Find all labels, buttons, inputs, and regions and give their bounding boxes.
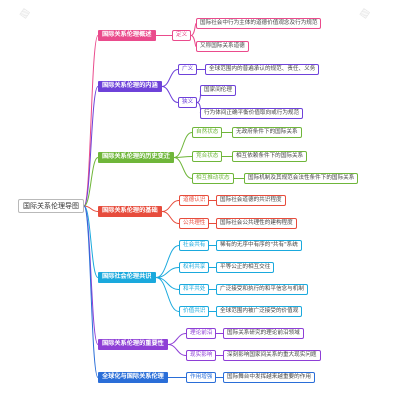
branch-history-leaf-1-0[interactable]: 相互依赖条件下的国际关系 [232,151,308,162]
root-node[interactable]: 国际关系伦理导图 [18,199,84,213]
branch-history-leaf-2-0[interactable]: 国际机制及其规范会法性条件下的国际关系 [244,173,359,184]
branch-importance-child-1[interactable]: 现实影响 [186,350,217,361]
branch-importance[interactable]: 国际关系伦理的重要性 [98,339,168,350]
connector-3-0 [161,200,180,212]
branch-consensus[interactable]: 国际社会伦理共识 [98,272,156,283]
branch-connotation[interactable]: 国际关系伦理的内涵 [98,81,162,92]
connector-4-1 [155,267,180,278]
branch-history-child-0[interactable]: 自然状态 [192,127,223,138]
branch-foundation-child-1[interactable]: 公共理性 [179,218,210,229]
connector-5-1 [167,344,187,356]
branch-connotation-child-1[interactable]: 狭义 [178,97,198,108]
branch-history-child-2[interactable]: 相互推动状态 [192,173,234,184]
connector-4-2 [155,277,180,290]
branch-overview[interactable]: 国际关系伦理概述 [98,30,156,41]
connector-root-2 [83,157,99,207]
branch-globalization-child-0[interactable]: 作用增强 [186,372,217,383]
branch-foundation-child-0[interactable]: 道德认识 [179,195,210,206]
branch-globalization[interactable]: 全球化与国际关系伦理 [98,372,168,383]
branch-history-child-1[interactable]: 竞合状态 [192,151,223,162]
connector-4-3 [155,277,180,312]
branch-consensus-leaf-1-0[interactable]: 平等公正的相互交往 [216,262,275,273]
branch-globalization-leaf-0-0[interactable]: 国际舞台中发挥越来越重要的作用 [223,372,315,383]
connector-4-0 [155,245,180,278]
connector-root-0 [83,35,99,207]
connector-3-1 [161,211,180,224]
branch-importance-leaf-0-0[interactable]: 国际关系研究的理论前沿领域 [223,328,304,339]
branch-consensus-child-3[interactable]: 价值共识 [179,306,210,317]
connector-5-0 [167,333,187,345]
branch-connotation-leaf-1-1[interactable]: 行为体间正确平衡价值取向或行为规范 [200,108,304,119]
branch-foundation[interactable]: 国际关系伦理的基础 [98,206,162,217]
branch-history-leaf-0-0[interactable]: 无政府条件下的国际关系 [232,127,302,138]
watermark-1: ▨ [17,6,32,21]
branch-consensus-child-2[interactable]: 和平共处 [179,284,210,295]
connector-2-2 [173,157,193,179]
connector-1-1 [161,86,179,103]
branch-importance-leaf-1-0[interactable]: 深刻影响国家间关系的重大现实问题 [223,350,321,361]
watermark-2: ▨ [357,6,372,21]
branch-connotation-leaf-0-0[interactable]: 全球范围内的普遍承认的规范、责任、义务 [205,64,320,75]
connector-root-6 [83,205,99,378]
branch-consensus-leaf-0-0[interactable]: 稀有的无序中有序的"共有"系统 [216,240,302,251]
branch-consensus-leaf-2-0[interactable]: 广泛接受和执行的和平信念与机制 [216,284,308,295]
connector-1-0 [161,69,179,87]
connector-2-0 [173,132,193,158]
branch-history[interactable]: 国际关系伦理的历史变迁 [98,152,175,163]
branch-foundation-leaf-0-0[interactable]: 国际社会道德的共识程度 [216,195,286,206]
connector-root-5 [83,205,99,345]
connector-root-1 [83,86,99,207]
branch-importance-child-0[interactable]: 理论前沿 [186,328,217,339]
connector-2-1 [173,156,193,158]
branch-overview-child-0[interactable]: 定义 [172,30,192,41]
branch-connotation-child-0[interactable]: 广义 [178,64,198,75]
branch-overview-leaf-0-0[interactable]: 国际社会中行为主体的道德价值观念及行为规范 [196,18,322,29]
connector-root-3 [83,205,99,212]
branch-overview-leaf-0-1[interactable]: 又称国际关系道德 [196,41,249,52]
branch-consensus-leaf-3-0[interactable]: 全球范围内被广泛接受的价值观 [216,306,303,317]
branch-connotation-leaf-1-0[interactable]: 国家间伦理 [200,85,236,96]
branch-consensus-child-1[interactable]: 权利共享 [179,262,210,273]
branch-consensus-child-0[interactable]: 社会共有 [179,240,210,251]
branch-foundation-leaf-1-0[interactable]: 国际社会公共理性的建构程度 [216,218,297,229]
connector-root-4 [83,205,99,278]
